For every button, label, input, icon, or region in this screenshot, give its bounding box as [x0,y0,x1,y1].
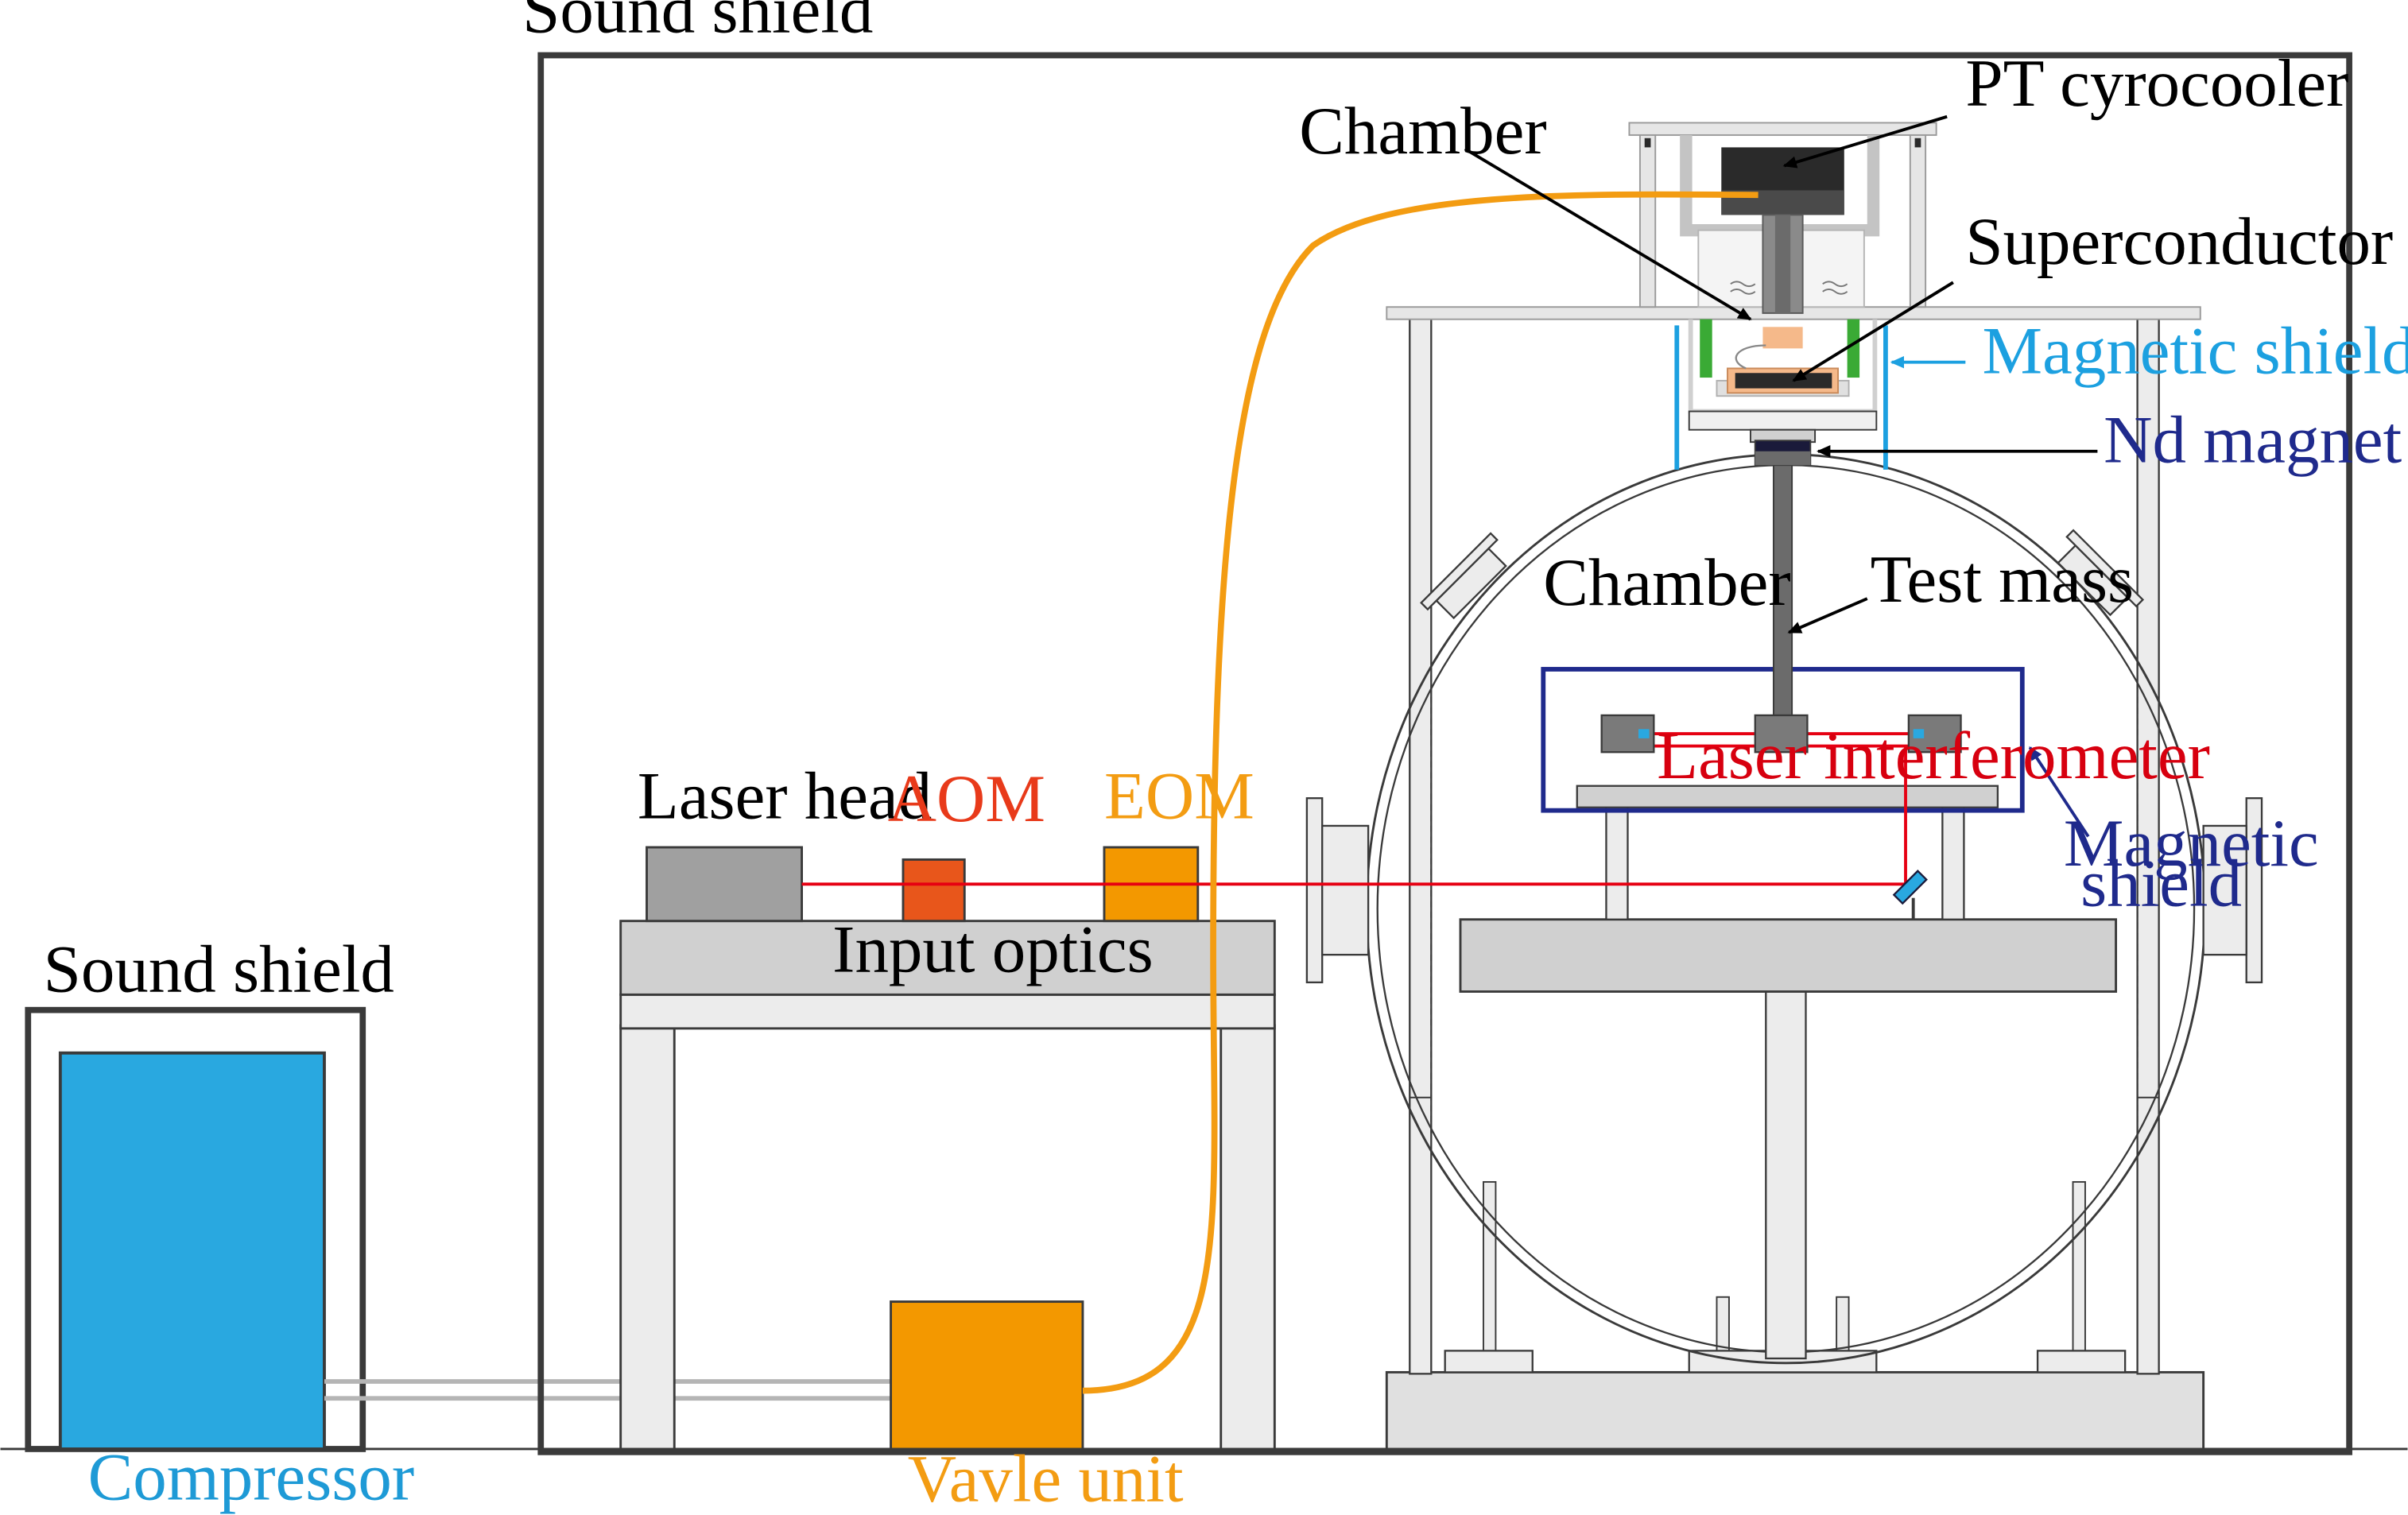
label-laser-interferometer: Laser interferometer [1657,719,2210,793]
input-optics-top [619,920,1276,996]
pointer-arrow-icon [2028,746,2090,838]
pointer-arrow-icon [1464,147,1752,321]
mirror-icon [1892,870,1928,905]
label-magnetic-shield-top: Magnetic shield [1983,313,2408,388]
helium-flex-line [1082,191,1758,1394]
labels: Sound shield Sound shield Compressor Vav… [44,0,2408,1515]
label-aom: AOM [888,761,1045,836]
callout-arrows [1464,114,2098,838]
pointer-arrow-icon [1792,281,1954,382]
cryostat [1386,122,2201,470]
input-optics-table [619,920,1276,1451]
label-laser-head: Laser head [638,758,932,833]
chamber-flanges [1305,529,2263,984]
label-valve-unit: Vavle unit [908,1442,1184,1515]
label-magnetic-shield-lower-1: Magnetic [2064,806,2319,881]
main-sound-shield [537,52,2352,1455]
label-test-mass: Test mass [1871,542,2134,617]
pointer-arrow-icon [1787,597,1868,634]
label-input-optics: Input optics [832,912,1154,986]
label-pt-cryocooler: PT cyrocooler [1965,46,2348,121]
compressor-enclosure [25,1006,366,1452]
label-nd-magnet: Nd magnet [2104,402,2402,477]
label-compressor: Compressor [88,1440,415,1515]
internal-optical-table [1459,785,2118,1360]
pointer-arrow-icon [1782,114,1948,169]
helium-pipes [324,1379,891,1401]
compressor-box [58,1051,326,1451]
label-magnetic-shield-lower-2: shield [2080,846,2242,920]
label-chamber-main: Chamber [1543,545,1790,620]
valve-unit-box [890,1300,1084,1451]
label-eom: EOM [1104,758,1254,833]
base-platform [1385,1370,2205,1451]
support-frame [1409,313,2160,1375]
label-sound-shield-main: Sound shield [522,0,873,48]
test-mass [1600,464,1962,754]
laser-head [646,846,803,923]
label-chamber-top: Chamber [1299,94,1546,169]
label-sound-shield-compressor: Sound shield [44,932,394,1006]
label-superconductor: Superconductor [1965,204,2393,279]
aom-box [902,858,966,923]
